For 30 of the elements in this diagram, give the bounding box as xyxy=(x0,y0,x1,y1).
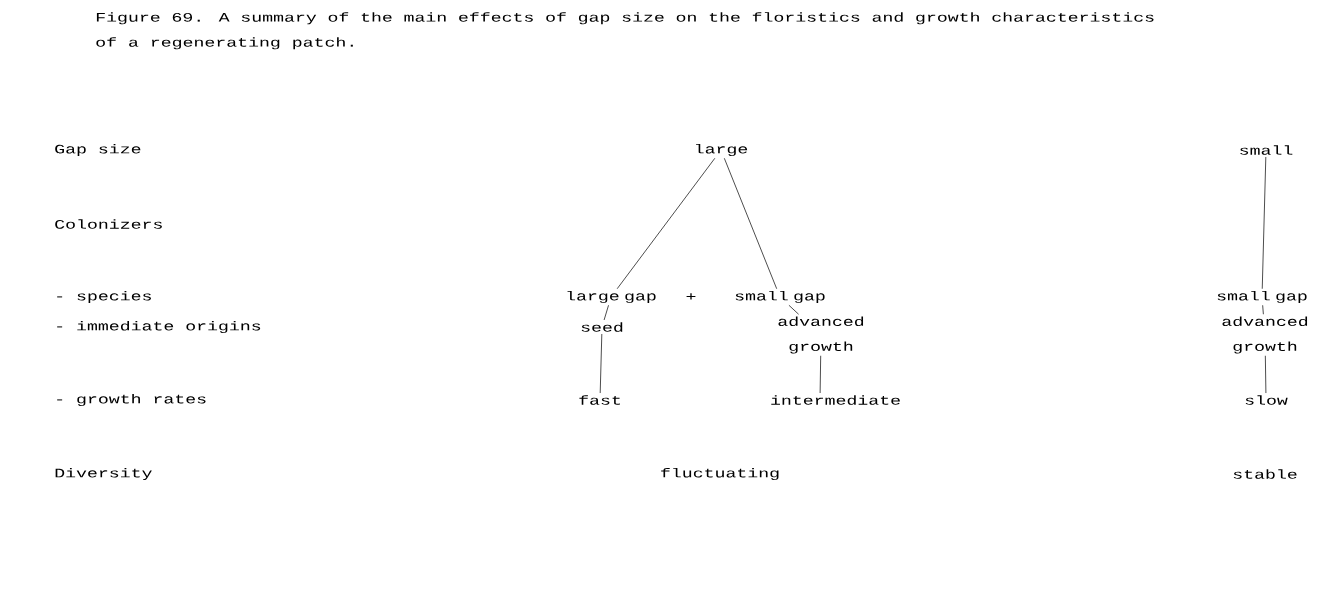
row-label: Diversity xyxy=(55,467,152,481)
tree-label: advanced growth xyxy=(778,316,864,354)
tree-line xyxy=(616,157,716,290)
tree-label: large xyxy=(696,143,748,157)
row-label: Gap size xyxy=(55,143,141,157)
row-label: stable xyxy=(1233,469,1297,479)
tree-label: small gap xyxy=(1217,290,1307,304)
tree-line xyxy=(819,355,822,394)
tree-label: seed xyxy=(581,322,623,332)
tree-line xyxy=(599,333,603,394)
tree-label: slow xyxy=(1245,395,1288,405)
tree-line xyxy=(1262,304,1264,315)
row-label: - growth rates xyxy=(57,393,206,407)
row-label: Colonizers xyxy=(55,219,162,229)
tree-line xyxy=(1261,156,1267,290)
row-label: fluctuating xyxy=(661,467,779,481)
tree-label: small xyxy=(1240,145,1293,155)
figure-caption: Figure 69. A summary of the main effects of gap size on the floristics and growth characteristics of a regenerating patch. xyxy=(96,12,1154,50)
tree-line xyxy=(788,304,799,315)
tree-label: small gap xyxy=(735,290,825,304)
tree-label: large gap xyxy=(567,290,656,304)
row-label: - species xyxy=(57,290,151,304)
tree-line xyxy=(723,157,778,290)
tree-label: advanced growth xyxy=(1222,316,1308,354)
row-label: - immediate origins xyxy=(57,320,261,334)
tree-line xyxy=(1265,355,1267,394)
tree-line xyxy=(603,304,609,321)
tree-label: fast xyxy=(579,395,620,405)
row-label: + xyxy=(686,293,696,300)
tree-label: intermediate xyxy=(771,395,900,405)
